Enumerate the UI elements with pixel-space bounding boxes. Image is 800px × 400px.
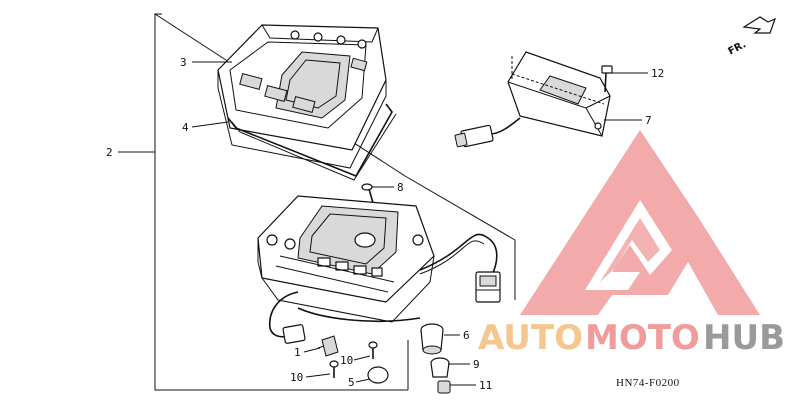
leader-lines — [118, 61, 648, 386]
front-arrow-icon — [742, 16, 777, 34]
watermark-brand-moto: MOTO — [585, 318, 700, 358]
callout-7: 7 — [645, 114, 652, 127]
diagram-code: HN74-F0200 — [616, 377, 680, 389]
watermark-brand-auto: AUTO — [478, 318, 583, 358]
callout-10-upper: 10 — [340, 354, 353, 367]
watermark-triangle-mark — [520, 130, 760, 315]
bolt-12 — [601, 65, 613, 93]
watermark-logo: AUTO MOTO HUB — [478, 130, 785, 358]
control-unit-7 — [454, 51, 611, 148]
cap-5 — [367, 366, 389, 384]
callout-9: 9 — [473, 358, 480, 371]
meter-harness — [269, 233, 501, 344]
meter-cover — [217, 24, 387, 169]
watermark-brand-hub: HUB — [703, 318, 785, 358]
callout-5: 5 — [348, 376, 355, 389]
grommet-6 — [420, 323, 444, 355]
callout-8: 8 — [397, 181, 404, 194]
screw-8 — [361, 183, 374, 204]
callout-3: 3 — [180, 56, 187, 69]
callout-12: 12 — [651, 67, 664, 80]
callout-6: 6 — [463, 329, 470, 342]
bulb-11 — [437, 380, 451, 394]
screw-10-lower — [329, 360, 339, 378]
socket-9 — [430, 357, 450, 378]
callout-11: 11 — [479, 379, 492, 392]
clip-1 — [317, 335, 339, 357]
callout-1: 1 — [294, 346, 301, 359]
screw-10-upper — [368, 341, 378, 359]
meter-body — [257, 195, 435, 323]
callout-2: 2 — [106, 146, 113, 159]
callout-10-lower: 10 — [290, 371, 303, 384]
front-direction-indicator: FR. — [726, 16, 777, 58]
meter-gasket — [227, 103, 397, 181]
callout-labels: 3 4 2 8 12 7 6 9 11 1 10 10 5 — [106, 56, 664, 392]
callout-4: 4 — [182, 121, 189, 134]
front-label: FR. — [726, 39, 748, 57]
